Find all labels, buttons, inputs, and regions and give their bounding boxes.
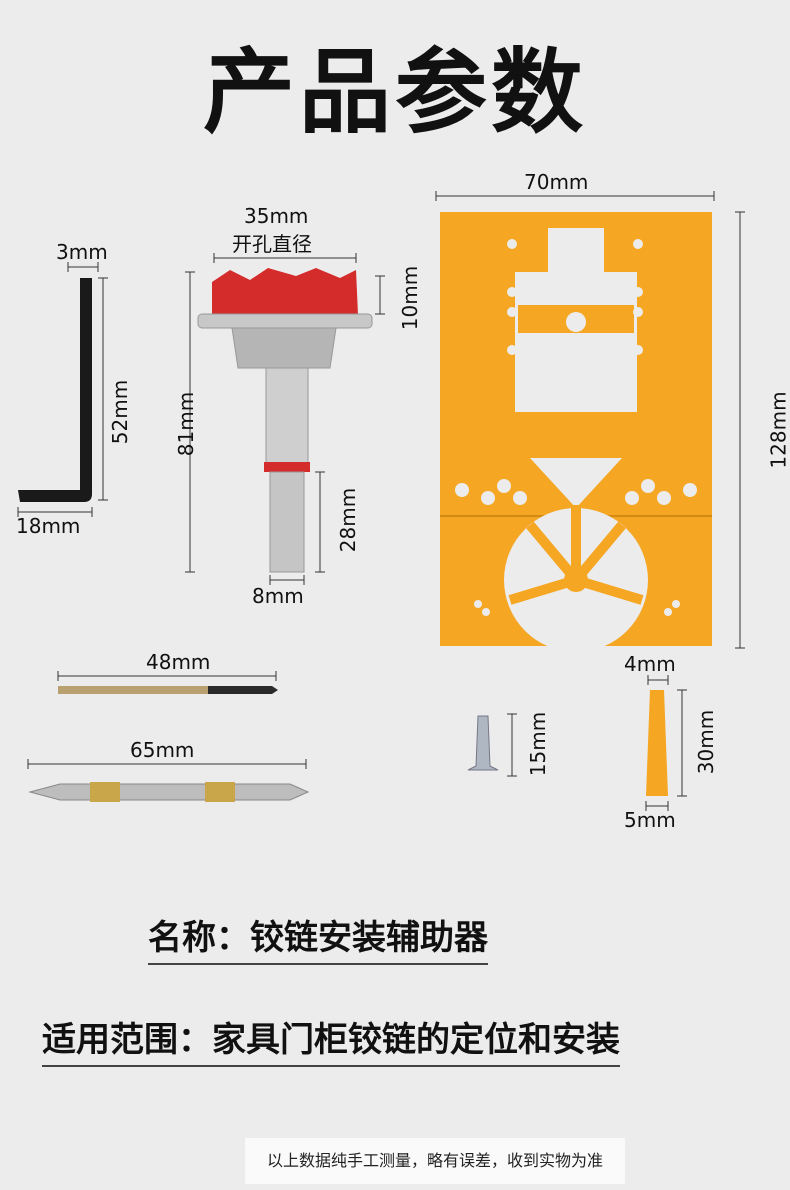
allen-key-drawing <box>17 262 108 517</box>
jig-width-label: 70mm <box>524 170 589 194</box>
cutter-shank-label: 28mm <box>336 487 361 553</box>
cutter-total-label: 81mm <box>174 391 199 457</box>
screw-drawing <box>467 713 517 777</box>
application-scope: 适用范围：家具门柜铰链的定位和安装 <box>42 1012 620 1067</box>
hinge-jig-drawing <box>435 191 745 652</box>
twist-drill-length-label: 48mm <box>146 650 211 674</box>
allen-key-length-label: 52mm <box>108 379 133 445</box>
wall-plug-length-label: 30mm <box>694 709 719 775</box>
cutter-shank-diameter-label: 8mm <box>252 584 304 608</box>
wall-plug-drawing <box>645 675 687 811</box>
product-name: 名称：铰链安装辅助器 <box>148 910 488 965</box>
cutter-head-label: 10mm <box>398 265 423 331</box>
page-title: 产品参数 <box>202 39 587 146</box>
jig-height-label: 128mm <box>766 391 790 469</box>
wall-plug-bottom-label: 5mm <box>624 808 676 832</box>
cutter-diameter-caption: 开孔直径 <box>232 232 312 256</box>
measurement-note: 以上数据纯手工测量，略有误差，收到实物为准 <box>245 1138 625 1184</box>
screw-length-label: 15mm <box>526 711 551 777</box>
allen-key-width-label: 18mm <box>16 514 81 538</box>
wall-plug-top-label: 4mm <box>624 652 676 676</box>
forstner-bit-drawing <box>185 253 385 585</box>
screwdriver-bit-drawing <box>27 759 310 802</box>
allen-key-tip-label: 3mm <box>56 240 108 264</box>
screwdriver-bit-length-label: 65mm <box>130 738 195 762</box>
twist-drill-drawing <box>57 671 278 694</box>
cutter-diameter-label: 35mm <box>244 204 309 228</box>
